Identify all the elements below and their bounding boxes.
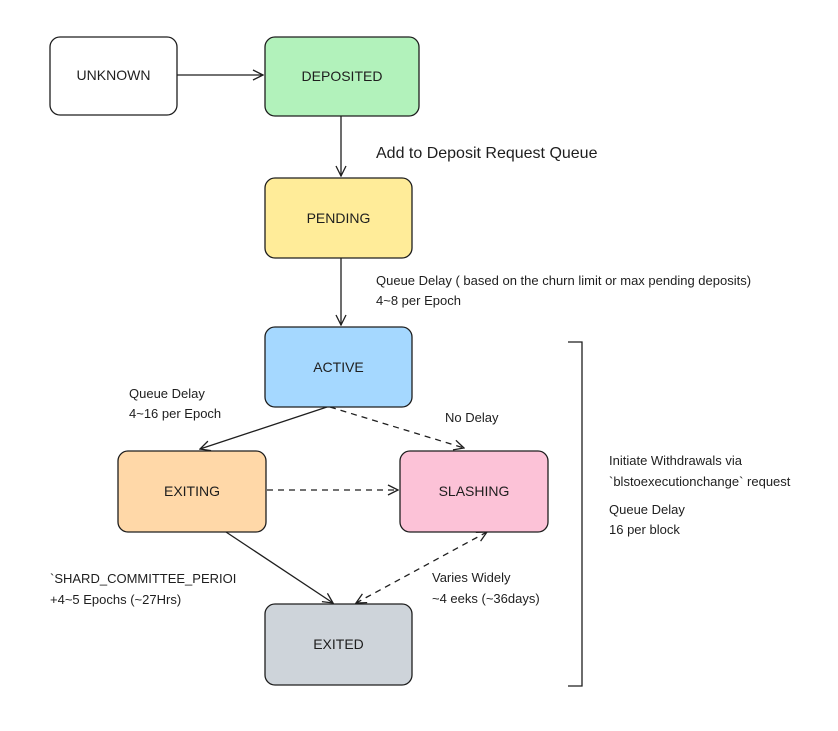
annotation-shard-period-line1: `SHARD_COMMITTEE_PERIOI xyxy=(50,571,236,586)
edge-active-exiting xyxy=(200,406,328,449)
annotation-shard-period-line2: +4~5 Epochs (~27Hrs) xyxy=(50,592,181,607)
annotation-exit-queue-line2: 4~16 per Epoch xyxy=(129,406,221,421)
state-unknown-box xyxy=(49,36,178,116)
state-pending-box xyxy=(264,177,413,259)
state-exited-label: EXITED xyxy=(313,636,364,652)
state-active: ACTIVE xyxy=(264,326,413,408)
annotation-varies-line1: Varies Widely xyxy=(432,570,511,585)
state-pending: PENDING xyxy=(264,177,413,259)
state-exited-box xyxy=(264,603,413,686)
annotation-withdraw-delay-line2: 16 per block xyxy=(609,522,680,537)
edge-exited-slashing xyxy=(356,532,487,603)
state-exiting: EXITING xyxy=(117,450,267,533)
annotation-deposit-queue: Add to Deposit Request Queue xyxy=(376,145,598,162)
edges xyxy=(177,75,487,603)
state-deposited-label: DEPOSITED xyxy=(302,68,383,84)
annotation-pending-delay-line1: Queue Delay ( based on the churn limit o… xyxy=(376,273,751,288)
state-deposited: DEPOSITED xyxy=(264,36,420,117)
annotation-varies-line2: ~4 eeks (~36days) xyxy=(432,591,540,606)
withdrawal-bracket xyxy=(568,341,583,687)
annotation-withdraw-delay-line1: Queue Delay xyxy=(609,502,685,517)
state-unknown-label: UNKNOWN xyxy=(77,67,151,83)
state-active-label: ACTIVE xyxy=(313,359,364,375)
state-active-box xyxy=(264,326,413,408)
edge-active-slashing xyxy=(329,406,464,448)
edge-exiting-exited xyxy=(225,531,333,603)
state-unknown: UNKNOWN xyxy=(49,36,178,116)
state-slashing: SLASHING xyxy=(399,450,549,533)
state-exited: EXITED xyxy=(264,603,413,686)
annotation-exit-queue-line1: Queue Delay xyxy=(129,386,205,401)
state-exiting-box xyxy=(117,450,267,533)
annotation-withdraw-line2: `blstoexecutionchange` request xyxy=(609,474,791,489)
state-exiting-label: EXITING xyxy=(164,483,220,499)
state-slashing-label: SLASHING xyxy=(439,483,510,499)
state-slashing-box xyxy=(399,450,549,533)
annotation-withdraw-line1: Initiate Withdrawals via xyxy=(609,453,743,468)
state-pending-label: PENDING xyxy=(307,210,371,226)
state-deposited-box xyxy=(264,36,420,117)
annotation-no-delay: No Delay xyxy=(445,410,499,425)
annotation-pending-delay-line2: 4~8 per Epoch xyxy=(376,293,461,308)
